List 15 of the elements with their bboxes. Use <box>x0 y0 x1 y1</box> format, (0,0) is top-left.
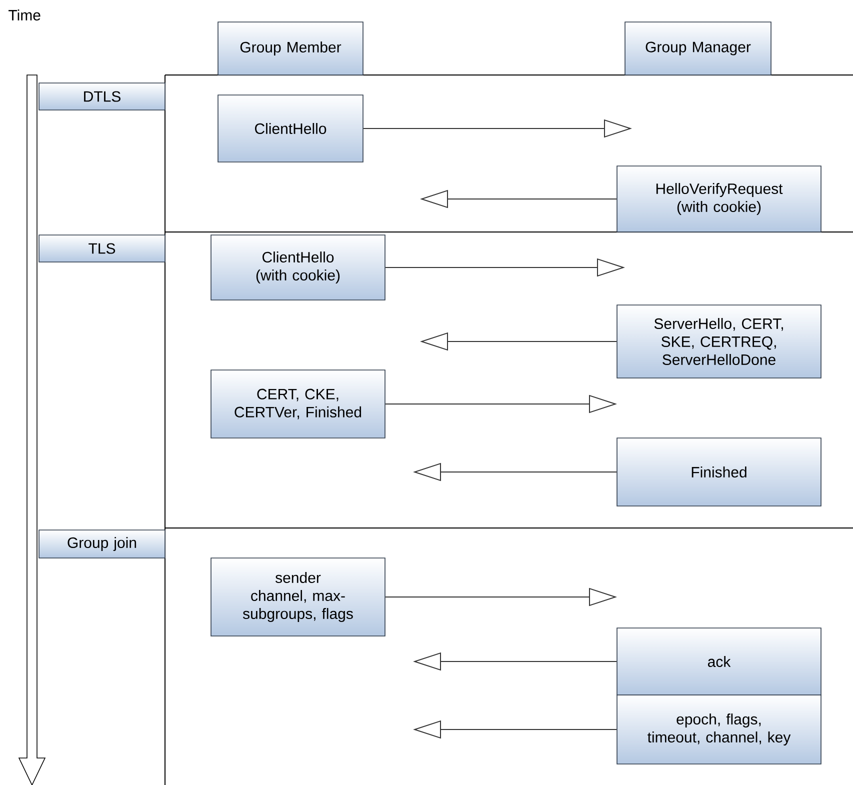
message-box: ack <box>616 628 822 696</box>
header-box: Group Manager <box>624 22 772 76</box>
header-box: Group Member <box>218 22 364 76</box>
message-box: sender channel, max-subgroups, flags <box>210 558 386 636</box>
section-label-box: DTLS <box>38 82 166 110</box>
section-label-box: Group join <box>38 530 166 558</box>
section-label-box: TLS <box>38 234 166 262</box>
message-box: ClientHello (with cookie) <box>210 234 386 300</box>
message-box: epoch, flags, timeout, channel, key <box>616 694 822 764</box>
axis-label: Time <box>8 10 40 20</box>
message-box: CERT, CKE, CERTVer, Finished <box>210 370 386 438</box>
message-box: HelloVerifyRequest (with cookie) <box>616 166 822 232</box>
message-box: Finished <box>616 438 822 506</box>
message-box: ServerHello, CERT, SKE, CERTREQ, ServerHelloDone <box>616 304 822 378</box>
message-box: ClientHello <box>218 94 364 162</box>
